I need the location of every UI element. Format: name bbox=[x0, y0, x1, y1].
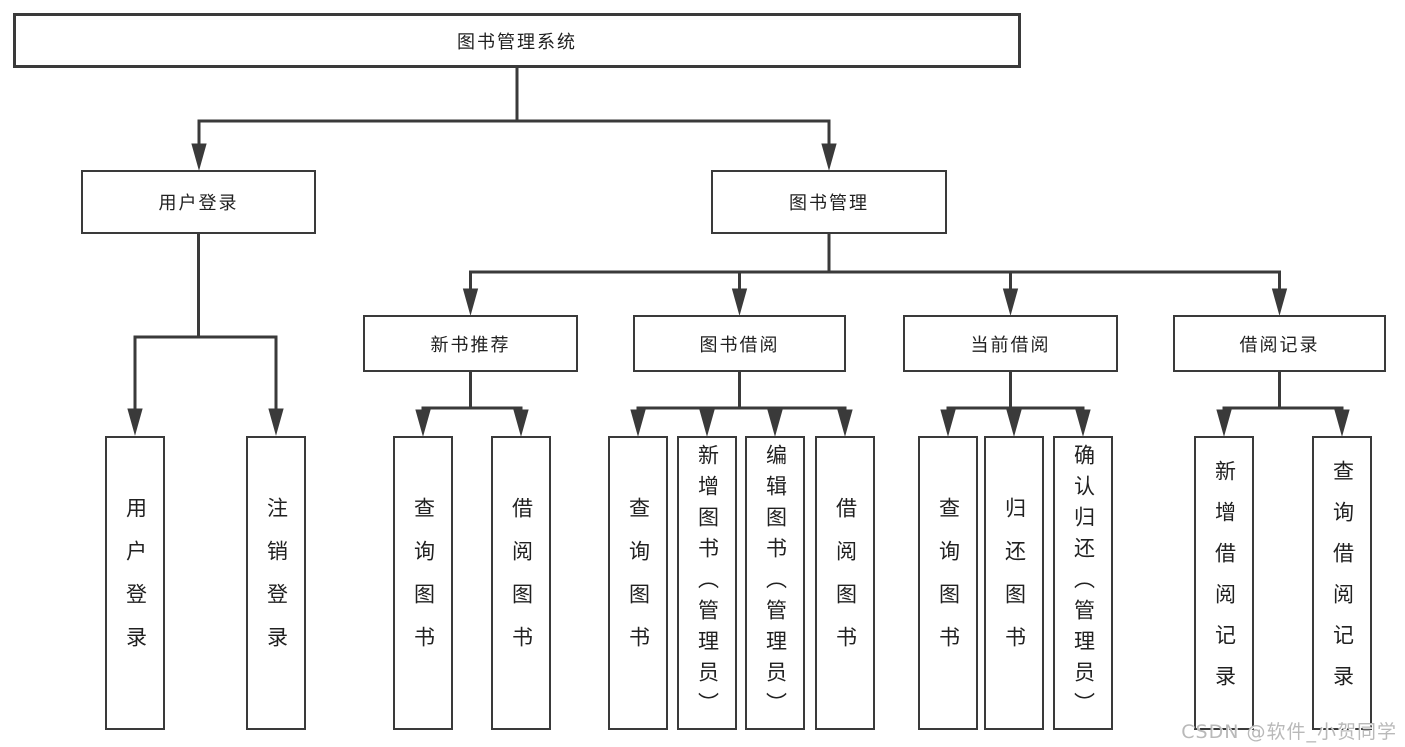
leaf-edit-book-admin: 编辑图书（管理员） bbox=[745, 436, 805, 730]
leaf-borrow-books: 借阅图书 bbox=[815, 436, 875, 730]
watermark-text: CSDN @软件_小贺同学 bbox=[1181, 721, 1397, 743]
leaf-add-book-admin: 新增图书（管理员） bbox=[677, 436, 737, 730]
node-label: 确认归还（管理员） bbox=[1071, 443, 1096, 723]
node-label: 查询借阅记录 bbox=[1330, 460, 1355, 706]
node-label: 图书管理 bbox=[789, 193, 869, 214]
leaf-return-book: 归还图书 bbox=[984, 436, 1044, 730]
node-label: 新增图书（管理员） bbox=[695, 443, 720, 723]
node-label: 查询图书 bbox=[626, 497, 651, 669]
node-label: 新书推荐 bbox=[430, 334, 511, 356]
leaf-logout: 注销登录 bbox=[246, 436, 306, 730]
node-label: 查询图书 bbox=[411, 497, 436, 669]
leaf-query-books-current: 查询图书 bbox=[918, 436, 978, 730]
node-label: 借阅记录 bbox=[1239, 334, 1320, 356]
node-label: 新增借阅记录 bbox=[1212, 460, 1237, 706]
node-library-management-system: 图书管理系统 bbox=[13, 13, 1021, 68]
node-label: 借阅图书 bbox=[833, 497, 858, 669]
node-label: 当前借阅 bbox=[970, 334, 1051, 356]
node-borrow-records: 借阅记录 bbox=[1173, 315, 1386, 372]
node-label: 图书管理系统 bbox=[457, 31, 577, 53]
node-label: 借阅图书 bbox=[509, 497, 534, 669]
node-label: 用户登录 bbox=[123, 497, 148, 669]
node-book-management: 图书管理 bbox=[711, 170, 947, 234]
node-new-book-recommend: 新书推荐 bbox=[363, 315, 578, 372]
leaf-confirm-return-admin: 确认归还（管理员） bbox=[1053, 436, 1113, 730]
node-label: 编辑图书（管理员） bbox=[763, 443, 788, 723]
leaf-query-books-recommend: 查询图书 bbox=[393, 436, 453, 730]
node-user-login: 用户登录 bbox=[81, 170, 316, 234]
leaf-query-books-borrow: 查询图书 bbox=[608, 436, 668, 730]
leaf-borrow-books-recommend: 借阅图书 bbox=[491, 436, 551, 730]
leaf-query-borrow-record: 查询借阅记录 bbox=[1312, 436, 1372, 730]
node-label: 图书借阅 bbox=[699, 334, 780, 356]
node-label: 查询图书 bbox=[936, 497, 961, 669]
leaf-user-login: 用户登录 bbox=[105, 436, 165, 730]
node-current-borrow: 当前借阅 bbox=[903, 315, 1118, 372]
node-book-borrow: 图书借阅 bbox=[633, 315, 846, 372]
leaf-add-borrow-record: 新增借阅记录 bbox=[1194, 436, 1254, 730]
node-label: 用户登录 bbox=[158, 193, 239, 214]
node-label: 归还图书 bbox=[1002, 497, 1027, 669]
node-label: 注销登录 bbox=[264, 497, 289, 669]
